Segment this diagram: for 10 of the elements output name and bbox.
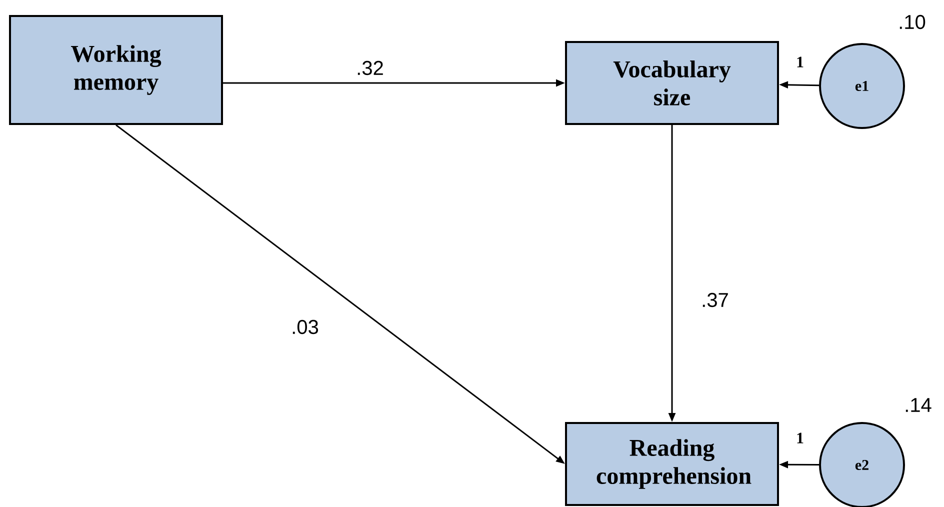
variable-box: Reading comprehension	[565, 422, 779, 506]
edge-label: 1	[795, 56, 805, 68]
edge-label: .03	[290, 318, 320, 336]
edge-label: 1	[795, 432, 805, 444]
edge-label: .37	[700, 292, 730, 308]
variance-label: .10	[900, 14, 926, 30]
variable-box: Vocabulary size	[565, 41, 779, 125]
variance-label: .14	[906, 398, 932, 412]
variable-box: Working memory	[9, 15, 223, 125]
edge-label: .32	[355, 60, 385, 76]
